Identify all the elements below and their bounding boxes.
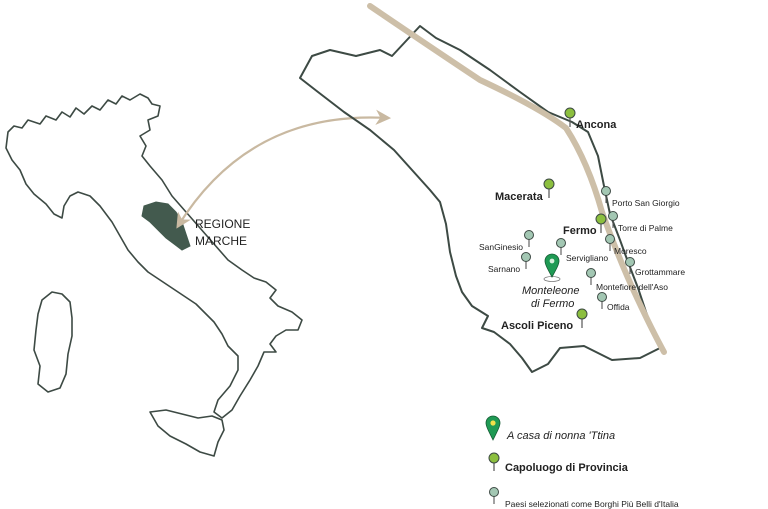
- label-porto-san-giorgio: Porto San Giorgio: [612, 198, 680, 208]
- italy-outline: [5, 93, 303, 419]
- label-macerata: Macerata: [495, 191, 544, 203]
- label-ascoli-piceno: Ascoli Piceno: [501, 320, 573, 332]
- label-montefiore-dell-aso: Montefiore dell'Aso: [596, 282, 668, 292]
- label-offida: Offida: [607, 302, 630, 312]
- pin-moresco[interactable]: [605, 234, 615, 252]
- label-sarnano: Sarnano: [488, 264, 520, 274]
- label-san-ginesio: SanGinesio: [479, 242, 523, 252]
- pin-ascoli-piceno[interactable]: [576, 308, 588, 328]
- label-monteleone-line1: Monteleone: [522, 285, 580, 297]
- legend-capital-label: Capoluogo di Provincia: [505, 462, 629, 474]
- pin-porto-san-giorgio[interactable]: [601, 186, 611, 204]
- pin-san-ginesio[interactable]: [524, 230, 534, 248]
- pin-ancona[interactable]: [564, 107, 576, 127]
- pin-servigliano[interactable]: [556, 238, 566, 256]
- legend-home-icon: [485, 415, 501, 441]
- label-fermo: Fermo: [563, 225, 597, 237]
- marche-enlarged-outline: [299, 25, 661, 373]
- sicily-outline: [149, 409, 225, 457]
- sardinia-outline: [33, 291, 73, 393]
- label-grottammare: Grottammare: [635, 267, 685, 277]
- pin-offida[interactable]: [597, 292, 607, 310]
- legend-home-label: A casa di nonna 'Ttina: [506, 430, 615, 442]
- pin-sarnano[interactable]: [521, 252, 531, 270]
- region-label-line2: MARCHE: [195, 234, 247, 248]
- label-servigliano: Servigliano: [566, 253, 608, 263]
- pin-montefiore-dell-aso[interactable]: [586, 268, 596, 286]
- pin-grottammare[interactable]: [625, 257, 635, 275]
- legend-borghi-icon: [489, 487, 499, 504]
- region-label-line1: REGIONE: [195, 217, 250, 231]
- pin-fermo[interactable]: [595, 213, 607, 233]
- label-moresco: Moresco: [614, 246, 647, 256]
- legend-borghi-label: Paesi selezionati come Borghi Più Belli …: [505, 499, 679, 509]
- pin-torre-di-palme[interactable]: [608, 211, 618, 229]
- label-ancona: Ancona: [576, 119, 617, 131]
- coastal-road: [367, 3, 667, 355]
- legend-capital-icon: [488, 452, 500, 471]
- label-torre-di-palme: Torre di Palme: [618, 223, 673, 233]
- pin-macerata[interactable]: [543, 178, 555, 198]
- marche-region-shape: [141, 201, 191, 251]
- zoom-arrow: [176, 109, 392, 229]
- home-pin-icon[interactable]: [543, 253, 561, 282]
- label-monteleone-line2: di Fermo: [531, 298, 574, 310]
